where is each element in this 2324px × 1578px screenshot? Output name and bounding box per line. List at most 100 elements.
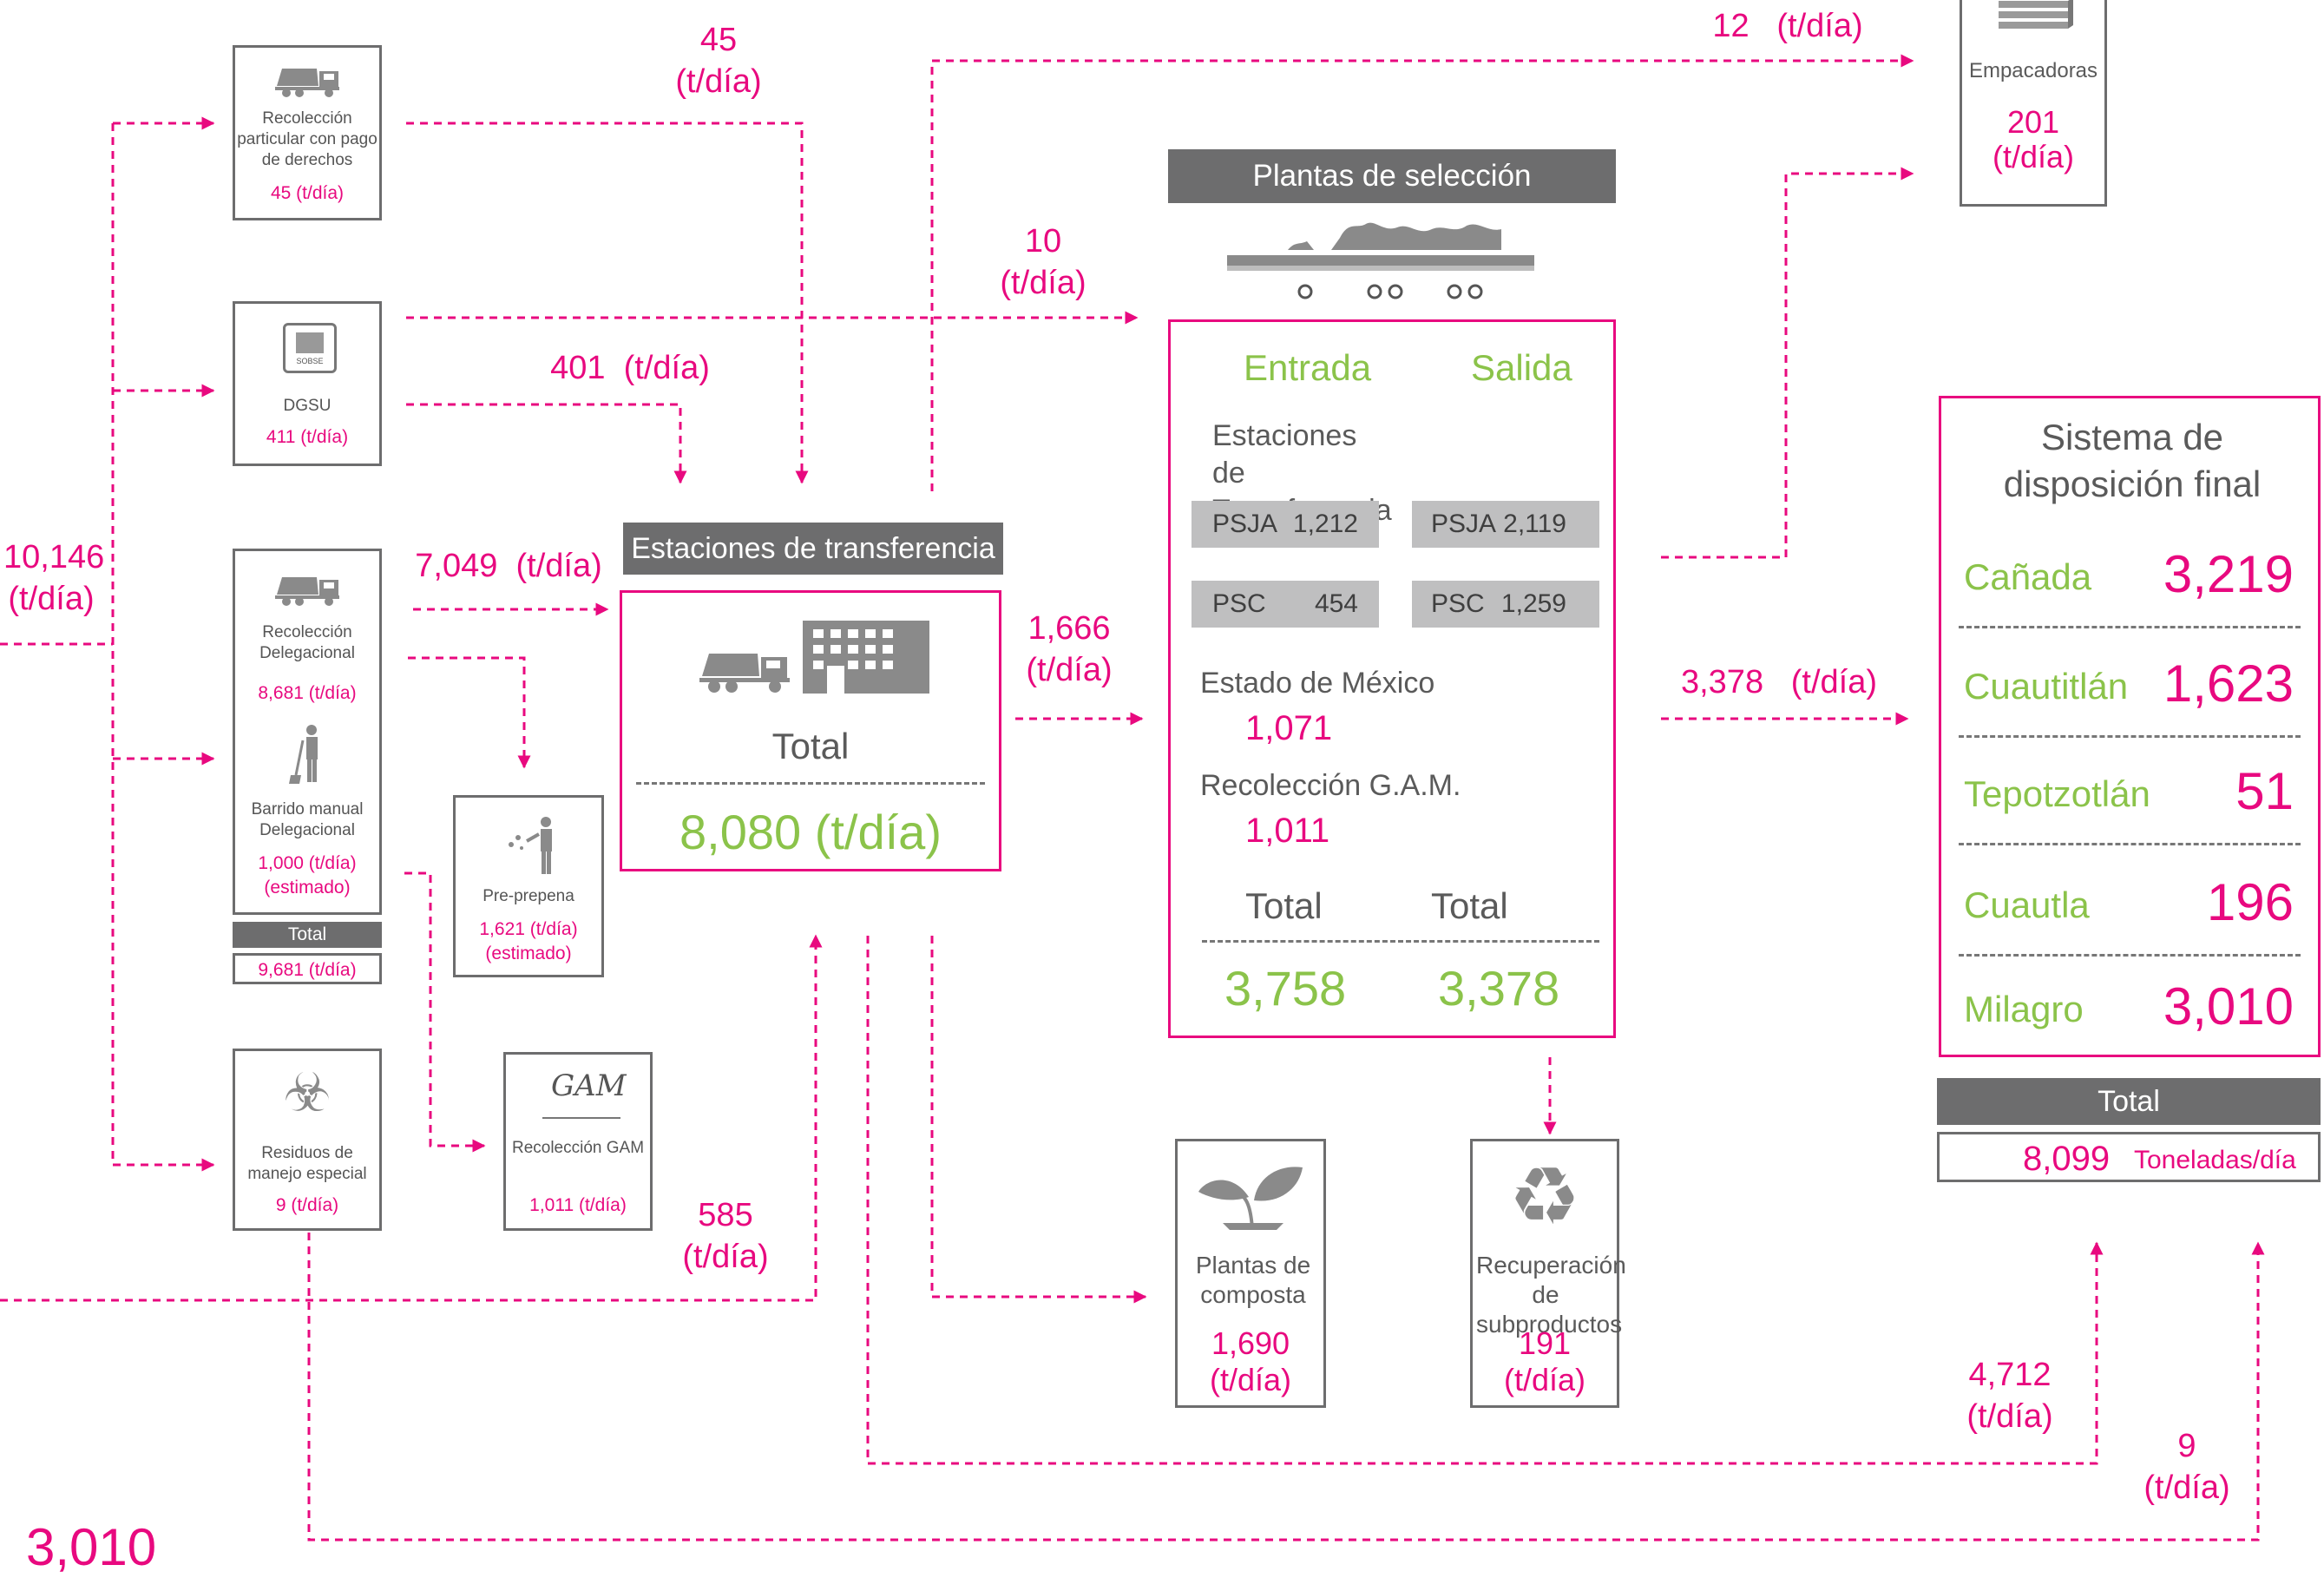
transfer-total-value: 8,080 (t/día) [679,805,942,859]
packed-bales-icon [1999,0,2073,29]
plants-gam-value: 1,011 [1245,812,1330,850]
source-particular: Recolección particular con pago de derec… [233,45,382,220]
source-particular-value: 45 (t/día) [270,183,345,203]
empacadoras-label: Empacadoras [1968,59,2098,82]
source-delegacional-value: 8,681 (t/día) [258,683,357,703]
flow-label-12: 12 (t/día) [1712,8,1863,44]
source-preprepena-label: Pre-prepena [483,887,574,905]
disposicion-site-value: 196 [2206,873,2294,931]
plants-title: Plantas de selección [1168,149,1616,203]
plants-gam-label: Recolección G.A.M. [1200,769,1461,802]
transfer-title: Estaciones de transferencia [623,523,1003,575]
plants-edomex-label: Estado de México [1200,667,1435,700]
source-gam-value: 1,011 (t/día) [529,1195,627,1215]
gam-logo-text: GAM [551,1068,627,1103]
flow-to-composta [930,936,1147,1304]
sweeper-person-icon [289,725,318,784]
flow-input-total-unit: (t/día) [8,581,95,617]
flow-4712 [866,936,2104,1465]
source-delegacional-label: Recolección Delegacional [259,623,355,662]
disposicion-site-name: Cañada [1964,556,2092,597]
disposicion-total-header: Total [1937,1078,2321,1125]
disposicion-site-value: 3,010 [2163,977,2294,1036]
source-dgsu-label: DGSU [283,397,332,415]
disposicion-site-value: 3,219 [2163,545,2294,603]
source-gam: GAM Recolección GAM 1,011 (t/día) [503,1052,653,1231]
disposicion-site-name: Tepotzotlán [1964,773,2150,814]
plants-salida-header: Salida [1471,347,1572,388]
flow-45 [406,122,809,484]
empacadoras-unit: (t/día) [1992,139,2075,174]
building-icon [803,621,929,694]
composta-box: Plantas de composta 1,690 (t/día) [1175,1139,1326,1408]
gam-logo: GAM [541,1068,627,1126]
flow-label-9: 9 (t/día) [2143,1428,2230,1506]
disposicion-row-divider [1959,954,2301,957]
flow-label-3010: 3,010 [26,1518,157,1576]
flow-label-input-total: 10,146 (t/día) [3,536,105,620]
source-residuos: ☣ Residuos de manejo especial 9 (t/día) [233,1049,382,1231]
composta-value: 1,690 [1211,1325,1290,1361]
disposicion-site-value: 1,623 [2163,654,2294,713]
plants-psja-out: PSJA 2,119 [1412,501,1599,548]
source-barrido-value: 1,000 (t/día) [258,853,357,873]
recuperacion-unit: (t/día) [1503,1362,1586,1397]
transfer-total-label: Total [771,726,850,766]
flow-label-10: 10 (t/día) [1000,223,1087,301]
composta-unit: (t/día) [1209,1362,1292,1397]
source-residuos-label: Residuos de manejo especial [247,1144,367,1183]
sources-total-header: Total [233,922,382,948]
flow-9 [307,1219,2265,1542]
recuperacion-label: Recuperación de subproductos [1476,1252,1626,1338]
disposicion-title: Sistema de disposición final [2003,417,2262,504]
source-particular-label: Recolección particular con pago de derec… [237,109,377,169]
plants-box: Entrada Salida Estaciones de Transferenc… [1168,319,1616,1038]
conveyor-belt-icon [1227,222,1534,299]
sources-total-value-box: 9,681 (t/día) [233,953,382,984]
flow-12 [930,54,1914,491]
plants-total-out-value: 3,378 [1438,961,1560,1016]
recycle-icon: ♻ [1508,1153,1581,1241]
flow-585 [0,934,823,1302]
plants-psc-out: PSC 1,259 [1412,581,1599,628]
disposicion-row-divider [1959,735,2301,738]
leaf-sprout-icon [1198,1167,1303,1230]
flow-401 [406,403,687,484]
flow-label-3378: 3,378 (t/día) [1680,664,1878,700]
flow-label-1666: 1,666 (t/día) [1026,610,1113,688]
plants-edomex-value: 1,071 [1245,709,1333,747]
disposicion-box: Sistema de disposición final Cañada 3,219… [1939,396,2321,1057]
sources-total-value: 9,681 (t/día) [258,960,357,980]
disposicion-row-divider [1959,626,2301,628]
disposicion-site-name: Milagro [1964,989,2084,1029]
disposicion-total-box: 8,099 Toneladas/día [1937,1132,2321,1182]
disposicion-site-name: Cuautla [1964,884,2090,925]
plants-total-in-value: 3,758 [1224,961,1347,1016]
plants-entrada-header: Entrada [1244,347,1372,388]
plants-psc-in: PSC 454 [1192,581,1379,628]
disposicion-total-unit: Toneladas/día [2134,1146,2296,1174]
flow-label-7049: 7,049 (t/día) [415,548,602,584]
disposicion-total-value: 8,099 [2023,1140,2111,1178]
flow-to-empacadoras [1661,167,1914,559]
transfer-box: Total 8,080 (t/día) [620,590,1001,871]
dump-truck-icon [699,654,790,693]
source-preprepena-note: (estimado) [485,944,572,963]
disposicion-site-value: 51 [2235,762,2294,820]
plants-total-in-label: Total [1245,885,1323,926]
source-residuos-value: 9 (t/día) [275,1195,339,1215]
recuperacion-value: 191 [1518,1325,1572,1361]
disposicion-site-name: Cuautitlán [1964,666,2129,707]
source-barrido-note: (estimado) [264,878,351,897]
flow-input-total-value: 10,146 [3,539,105,575]
transfer-divider [636,782,985,785]
dump-truck-icon [275,69,339,97]
source-gam-label: Recolección GAM [511,1139,645,1157]
source-preprepena-value: 1,621 (t/día) [479,919,578,939]
flow-to-gam [404,871,486,1153]
empacadoras-box: Empacadoras 201 (t/día) [1960,0,2107,207]
empacadoras-value: 201 [2006,104,2060,140]
source-delegacional: Recolección Delegacional 8,681 (t/día) B… [233,549,382,915]
sobse-logo: SOBSE [283,323,337,373]
